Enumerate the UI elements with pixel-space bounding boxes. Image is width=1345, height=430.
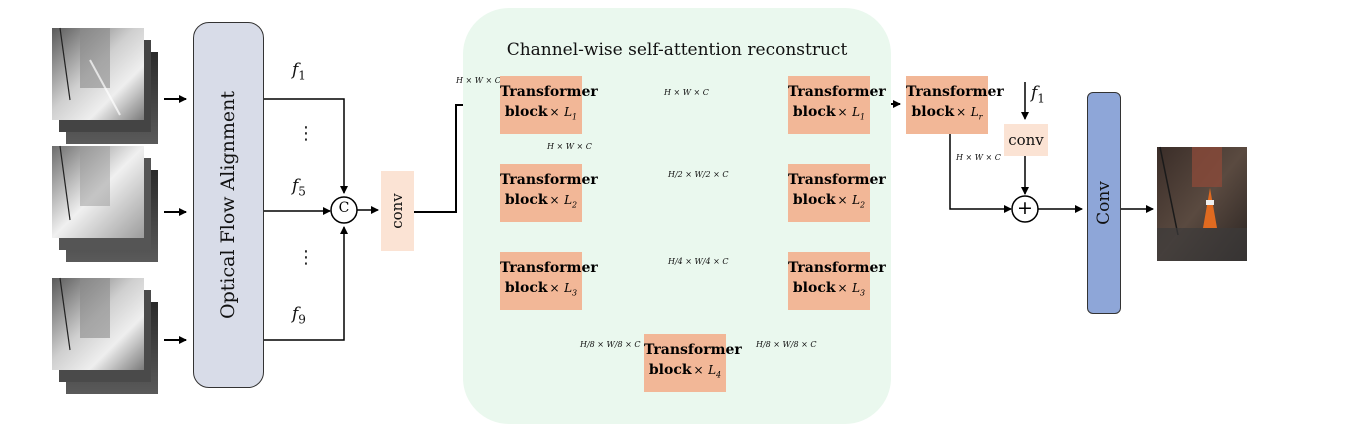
- transformer-block-refine: Transformer block× Lr: [906, 76, 1004, 134]
- ellipsis-lower: ⋮: [297, 247, 315, 268]
- feature-label-f1: f1: [292, 60, 306, 83]
- transformer-block-bottleneck: Transformer block× L4: [644, 334, 742, 392]
- feature-label-f1-skip: f1: [1031, 83, 1045, 106]
- transformer-block-dec1: Transformer block× L1: [788, 76, 886, 134]
- block-title: Transformer: [500, 260, 598, 276]
- block-title: Transformer: [906, 84, 1004, 100]
- block-title: Transformer: [788, 84, 886, 100]
- transformer-block-enc3: Transformer block× L3: [500, 252, 598, 310]
- conv-block-1-label: conv: [388, 193, 406, 229]
- dim-label-input: H × W × C: [456, 76, 501, 85]
- block-title: Transformer: [500, 172, 598, 188]
- transformer-block-enc1: Transformer block× L1: [500, 76, 598, 134]
- optical-flow-alignment-box: [193, 22, 264, 388]
- block-title: Transformer: [788, 260, 886, 276]
- dim-label-to-bottleneck: H/8 × W/8 × C: [580, 340, 641, 349]
- input-frames-stack-3: [52, 277, 158, 394]
- final-conv-label: Conv: [1094, 181, 1114, 225]
- input-frames-stack-2: [52, 145, 158, 262]
- output-image: [1157, 146, 1247, 261]
- concat-symbol: C: [338, 200, 350, 216]
- block-title: Transformer: [644, 342, 742, 358]
- dim-label-skip2: H/2 × W/2 × C: [668, 170, 729, 179]
- dim-label-from-bottleneck: H/8 × W/8 × C: [756, 340, 817, 349]
- transformer-block-enc2: Transformer block× L2: [500, 164, 598, 222]
- input-frames-stack-1: [52, 27, 158, 144]
- block-title: Transformer: [500, 84, 598, 100]
- panel-title: Channel-wise self-attention reconstruct: [506, 40, 848, 60]
- optical-flow-alignment-label: Optical Flow Alignment: [217, 91, 239, 319]
- dim-label-skip1: H × W × C: [664, 88, 709, 97]
- add-symbol: +: [1017, 197, 1033, 219]
- feature-label-f5: f5: [292, 176, 306, 199]
- dim-label-refine-out: H × W × C: [956, 153, 1001, 162]
- final-conv-block: [1087, 92, 1121, 314]
- block-title: Transformer: [788, 172, 886, 188]
- conv-block-2: conv: [1004, 124, 1048, 156]
- dim-label-enc1-down: H × W × C: [547, 142, 592, 151]
- ellipsis-upper: ⋮: [297, 123, 315, 144]
- dim-label-skip3: H/4 × W/4 × C: [668, 257, 729, 266]
- transformer-block-dec3: Transformer block× L3: [788, 252, 886, 310]
- conv-block-1: conv: [381, 171, 414, 251]
- transformer-block-dec2: Transformer block× L2: [788, 164, 886, 222]
- feature-label-f9: f9: [292, 304, 306, 327]
